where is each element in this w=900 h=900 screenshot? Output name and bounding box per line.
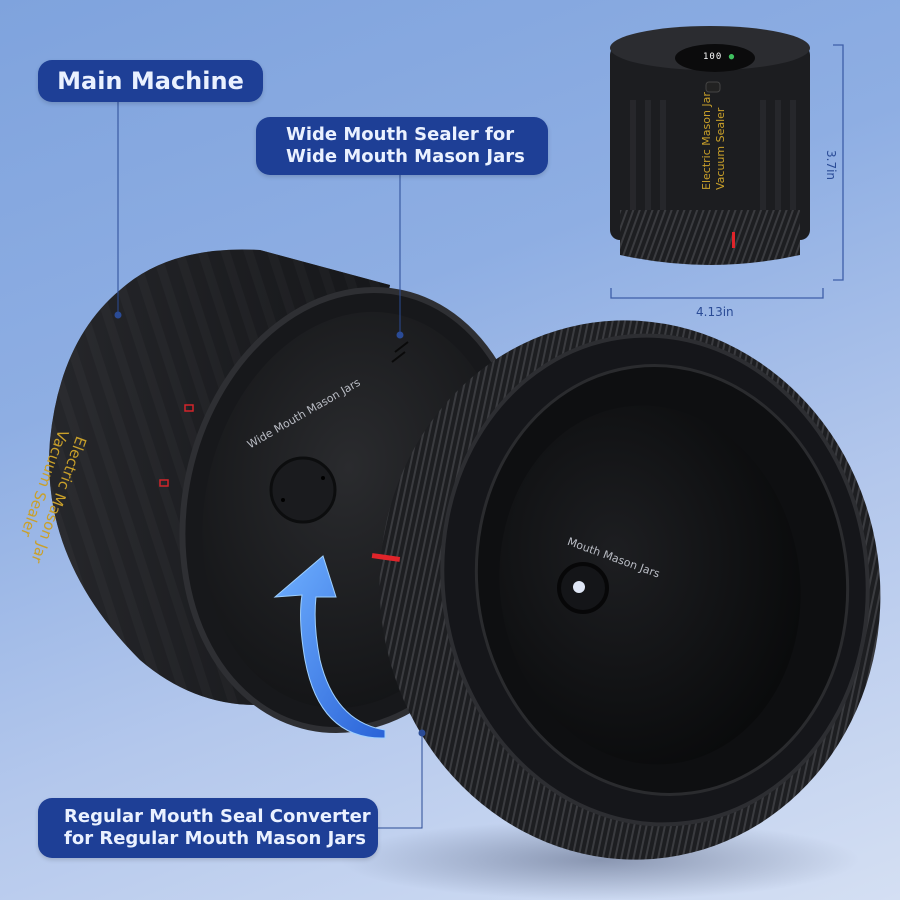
battery-display: 100 ● xyxy=(703,52,735,62)
leader-lines xyxy=(114,102,426,829)
side-text-line1: Electric Mason Jar xyxy=(700,92,713,190)
power-button[interactable] xyxy=(705,81,721,93)
main-machine-label-text: Main Machine xyxy=(57,66,244,95)
inset-side-text: Electric Mason Jar Vacuum Sealer xyxy=(700,92,728,190)
inset-machine xyxy=(610,26,810,265)
drop-shadow xyxy=(340,820,860,900)
wide-label-line1: Wide Mouth Sealer for xyxy=(286,124,515,146)
main-machine-label: Main Machine xyxy=(38,60,263,102)
regular-mouth-converter xyxy=(371,320,881,860)
rotate-arrow-icon xyxy=(273,555,386,739)
lock-icon xyxy=(159,479,169,487)
wide-mouth-sealer-label: Wide Mouth Sealer for Wide Mouth Mason J… xyxy=(256,117,548,175)
dimension-lines xyxy=(610,44,844,299)
battery-icon: ● xyxy=(728,52,736,62)
regular-mouth-converter-label: Regular Mouth Seal Converter for Regular… xyxy=(38,798,378,858)
width-dimension: 4.13in xyxy=(696,305,734,319)
wide-label-line2: Wide Mouth Mason Jars xyxy=(286,146,525,167)
display-screen xyxy=(675,44,755,72)
center-button xyxy=(269,456,337,524)
side-text-line2: Vacuum Sealer xyxy=(713,107,727,190)
red-indicator xyxy=(371,553,401,562)
regular-label-line2: for Regular Mouth Mason Jars xyxy=(64,828,367,849)
battery-value: 100 xyxy=(703,52,723,62)
regular-label-line1: Regular Mouth Seal Converter xyxy=(64,806,371,828)
unlock-icon xyxy=(184,404,194,412)
height-dimension: 3.7in xyxy=(824,150,838,181)
